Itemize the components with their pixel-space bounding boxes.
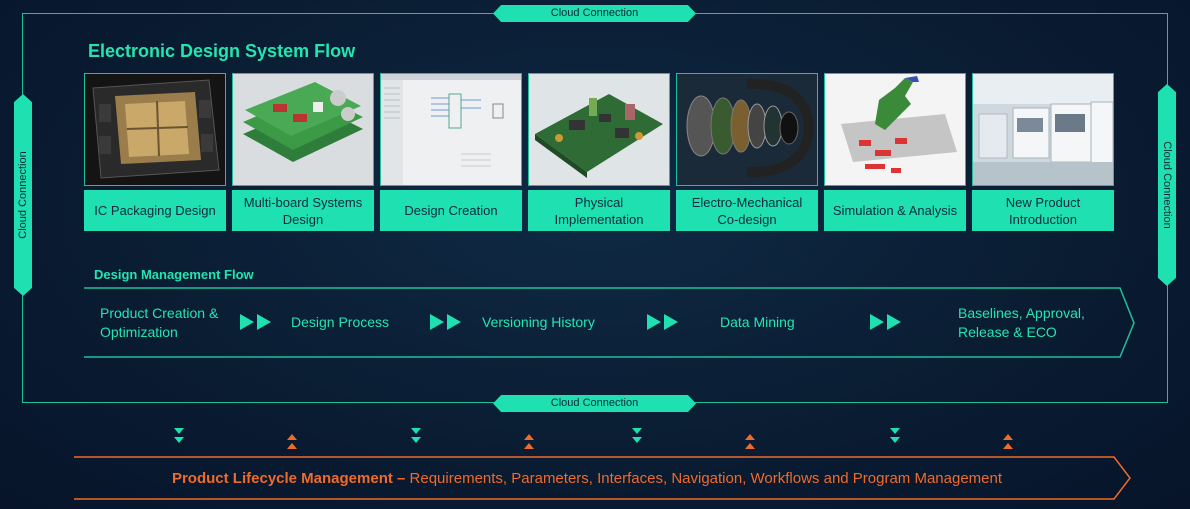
- plm-title: Product Lifecycle Management –: [171, 469, 406, 487]
- double-arrow-icon: [430, 314, 461, 330]
- dm-item-product-creation: Product Creation & Optimization: [100, 305, 219, 340]
- dm-item-design-process: Design Process: [291, 314, 390, 330]
- dm-title: Design Management Flow: [94, 267, 254, 282]
- eds-step-npi[interactable]: New Product Introduction: [972, 73, 1114, 231]
- cloud-connection-right: Cloud Connection: [1158, 84, 1176, 286]
- down-arrow-icon: [890, 428, 900, 443]
- eds-step-electro-mechanical[interactable]: Electro-Mechanical Co-design: [676, 73, 818, 231]
- double-arrow-icon: [647, 314, 678, 330]
- double-arrow-icon: [240, 314, 271, 330]
- down-arrow-icon: [632, 428, 642, 443]
- down-arrow-icon: [174, 428, 184, 443]
- eds-step-physical-implementation[interactable]: Physical Implementation: [528, 73, 670, 231]
- smartwatch-exploded-view: [676, 73, 818, 186]
- plm-bar: Product Lifecycle Management – Requireme…: [74, 456, 1131, 500]
- eds-step-multi-board[interactable]: Multi-board Systems Design: [232, 73, 374, 231]
- eds-step-label: Design Creation: [380, 190, 522, 231]
- eds-step-label: IC Packaging Design: [84, 190, 226, 231]
- eds-step-label: Simulation & Analysis: [824, 190, 966, 231]
- dm-item-versioning-history: Versioning History: [482, 314, 595, 330]
- plm-description: Requirements, Parameters, Interfaces, Na…: [405, 469, 1003, 487]
- dm-band-outline: [84, 287, 1135, 358]
- factory-line-photo: [972, 73, 1114, 186]
- cloud-connection-left: Cloud Connection: [14, 94, 32, 296]
- ic-package-photo: [84, 73, 226, 186]
- dm-item-baselines: Baselines, Approval, Release & ECO: [958, 305, 1085, 340]
- pcb-3d-render: [528, 73, 670, 186]
- up-arrow-icon: [524, 434, 534, 449]
- up-arrow-icon: [745, 434, 755, 449]
- dm-item-data-mining: Data Mining: [720, 314, 795, 330]
- schematic-screenshot: [380, 73, 522, 186]
- multi-board-stack-photo: [232, 73, 374, 186]
- up-arrow-icon: [287, 434, 297, 449]
- eds-step-simulation[interactable]: Simulation & Analysis: [824, 73, 966, 231]
- eds-step-label: Physical Implementation: [528, 190, 670, 231]
- eds-step-label: Electro-Mechanical Co-design: [676, 190, 818, 231]
- eds-step-design-creation[interactable]: Design Creation: [380, 73, 522, 231]
- eds-step-ic-packaging[interactable]: IC Packaging Design: [84, 73, 226, 231]
- plm-text: Product Lifecycle Management – Requireme…: [74, 456, 1100, 500]
- eds-step-label: Multi-board Systems Design: [232, 190, 374, 231]
- simulation-plot: [824, 73, 966, 186]
- dm-flow: Product Creation & Optimization Design P…: [84, 287, 1136, 358]
- down-arrow-icon: [411, 428, 421, 443]
- double-arrow-icon: [870, 314, 901, 330]
- up-arrow-icon: [1003, 434, 1013, 449]
- plm-band-outline: [74, 456, 1131, 500]
- cloud-connection-bottom: Cloud Connection: [493, 395, 696, 412]
- cloud-connection-top: Cloud Connection: [493, 5, 696, 22]
- eds-title: Electronic Design System Flow: [88, 41, 356, 61]
- eds-step-label: New Product Introduction: [972, 190, 1114, 231]
